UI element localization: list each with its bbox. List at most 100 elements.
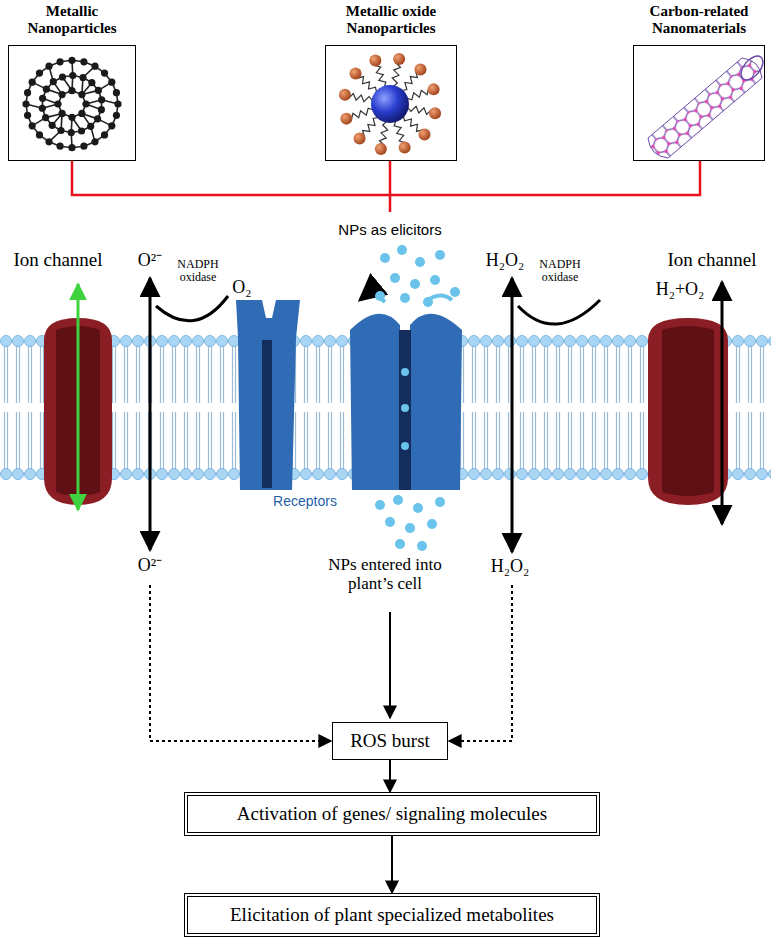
atom: [59, 91, 66, 98]
atom: [82, 100, 89, 107]
ligand: [357, 77, 377, 92]
atom: [68, 57, 75, 64]
atom: [36, 69, 43, 76]
atom: [43, 86, 50, 93]
ligand-head: [354, 132, 366, 144]
nanoparticle-dot: [375, 291, 385, 301]
box-text: Activation of genes/ signaling molecules: [200, 802, 584, 826]
ligand-head: [339, 89, 351, 101]
atom: [29, 79, 36, 86]
atom: [59, 110, 66, 117]
atom: [22, 100, 29, 107]
ligand-head: [428, 83, 440, 95]
caption-label: NPs as elicitors: [310, 222, 470, 239]
enzyme-label: NADPH oxidase: [167, 258, 229, 284]
nanomaterial-panel: Carbon-related Nanomaterials: [633, 3, 765, 161]
nanoparticle-dot: [400, 293, 410, 303]
nanoparticle-dot: [405, 523, 415, 533]
atom: [78, 91, 85, 98]
process-box: Activation of genes/ signaling molecules: [184, 792, 600, 836]
atom: [91, 63, 98, 70]
nanoparticle-dot: [450, 287, 460, 297]
atom: [69, 72, 76, 79]
atom: [68, 114, 75, 121]
ligand: [402, 71, 417, 91]
atom: [59, 73, 66, 80]
ligand-head: [418, 128, 430, 140]
nanoparticle-dot: [415, 257, 425, 267]
image-frame: [325, 45, 457, 161]
atom: [108, 79, 115, 86]
nanoparticle-dot: [395, 539, 405, 549]
atom: [113, 89, 120, 96]
atom: [39, 95, 46, 102]
nanoparticle-dot: [435, 250, 445, 260]
nanoparticle-dot: [380, 253, 390, 263]
atom: [39, 105, 46, 112]
chemical-label: O²⁻: [130, 556, 170, 576]
nanoparticle-dot: [390, 273, 400, 283]
atom: [24, 89, 31, 96]
channel-label: Ion channel: [657, 250, 767, 271]
ligand-head: [350, 68, 362, 80]
enzyme-label: NADPH oxidase: [529, 258, 591, 284]
nanoparticle-dot: [410, 279, 420, 289]
atom: [49, 122, 56, 129]
atom: [98, 96, 105, 103]
chemical-label: H₂+O₂: [645, 280, 715, 300]
ligand: [408, 106, 432, 114]
atom: [45, 138, 52, 145]
ligand-head: [429, 107, 441, 119]
atom: [88, 79, 95, 86]
chemical-label: H₂O₂: [477, 251, 533, 271]
ligand: [348, 94, 372, 102]
atom: [94, 115, 101, 122]
nanoparticle-dot: [417, 541, 427, 551]
ligand: [394, 121, 406, 143]
atom: [68, 129, 75, 136]
atom: [68, 87, 75, 94]
ligand-head: [340, 113, 352, 125]
atom: [50, 78, 57, 85]
oxide-core: [371, 85, 409, 123]
flow-arrow: [391, 836, 393, 893]
ligand: [374, 65, 386, 87]
ligand: [380, 122, 388, 146]
atom: [101, 131, 108, 138]
process-box: Elicitation of plant specialized metabol…: [184, 893, 600, 937]
nanoparticle-dot: [393, 495, 403, 505]
ligand: [363, 117, 378, 137]
atom: [80, 143, 87, 150]
atom: [101, 69, 108, 76]
panel-heading: Metallic oxide Nanoparticles: [325, 3, 457, 37]
atom: [54, 100, 61, 107]
receptor-label: Receptors: [260, 494, 350, 509]
atom: [80, 58, 87, 65]
atom: [79, 74, 86, 81]
ligand: [351, 108, 373, 120]
panel-heading: Carbon-related Nanomaterials: [633, 3, 765, 37]
ligand: [407, 88, 429, 100]
atom: [29, 122, 36, 129]
ligand: [403, 116, 423, 131]
box-text: Elicitation of plant specialized metabol…: [200, 903, 584, 927]
nanomaterial-panel: Metallic Nanoparticles: [8, 3, 136, 161]
atom: [95, 87, 102, 94]
nanoparticle-dot: [397, 245, 407, 255]
ligand-head: [369, 54, 381, 66]
chemical-label: O²⁻: [130, 251, 170, 271]
ligand: [392, 62, 400, 86]
flow-arrow: [389, 760, 391, 792]
chemical-label: O₂: [225, 278, 259, 298]
nanoparticle-dot: [385, 517, 395, 527]
nanoparticle-dot: [423, 297, 433, 307]
atom: [68, 144, 75, 151]
atom: [87, 123, 94, 130]
image-frame: [8, 45, 136, 161]
box-text: ROS burst: [345, 729, 435, 753]
atom: [78, 127, 85, 134]
nanoparticle-dot: [430, 275, 440, 285]
nanoparticle-dot: [427, 519, 437, 529]
atom: [45, 63, 52, 70]
ligand-head: [414, 64, 426, 76]
